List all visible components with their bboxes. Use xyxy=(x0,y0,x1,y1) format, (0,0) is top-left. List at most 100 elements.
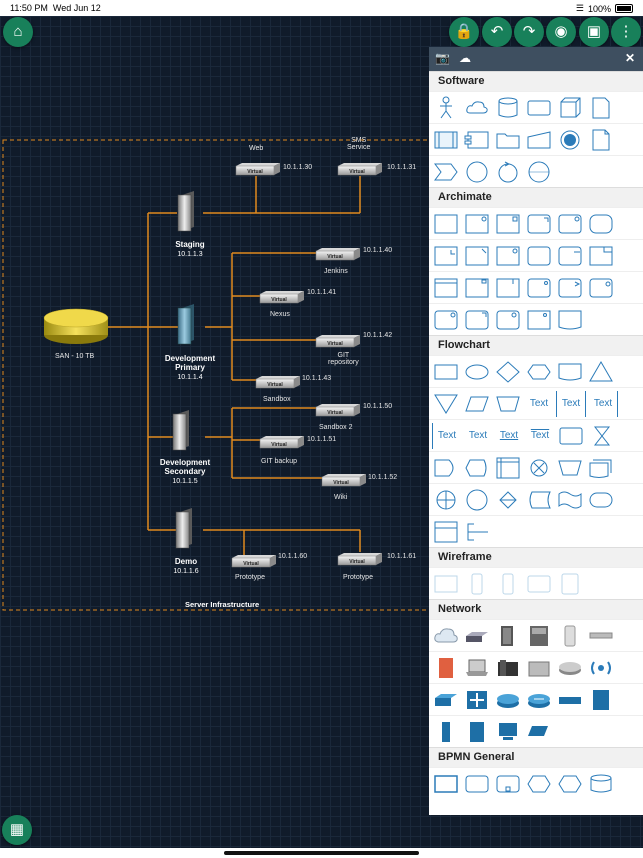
network-storage-icon[interactable] xyxy=(556,655,584,681)
triangle-shape[interactable] xyxy=(587,359,615,385)
step-shape[interactable] xyxy=(432,159,460,185)
sort-shape[interactable] xyxy=(494,487,522,513)
close-icon[interactable]: ✕ xyxy=(624,51,635,65)
network-laptop-icon[interactable] xyxy=(463,655,491,681)
process-shape[interactable] xyxy=(525,95,553,121)
text-right-shape[interactable]: Text xyxy=(589,390,618,417)
punched-tape-shape[interactable] xyxy=(556,487,584,513)
archimate-shape[interactable] xyxy=(432,243,460,269)
component-shape[interactable] xyxy=(432,127,460,153)
bpmn-hexagon-shape[interactable] xyxy=(525,771,553,797)
cisco-hub-icon[interactable] xyxy=(556,687,584,713)
display-shape[interactable] xyxy=(463,455,491,481)
archimate-shape[interactable] xyxy=(556,211,584,237)
wireframe-tablet-shape[interactable] xyxy=(525,571,553,597)
network-phone-icon[interactable] xyxy=(556,623,584,649)
annotation-shape[interactable] xyxy=(463,519,491,545)
virtual-machine[interactable]: Virtual xyxy=(315,248,360,261)
text-shape[interactable]: Text xyxy=(529,398,549,409)
network-cloud-icon[interactable] xyxy=(432,623,460,649)
actor-shape[interactable] xyxy=(432,95,460,121)
virtual-machine[interactable]: Virtual xyxy=(337,553,382,566)
cloud-shape[interactable] xyxy=(463,95,491,121)
summing-junction-shape[interactable] xyxy=(432,487,460,513)
virtual-machine[interactable]: Virtual xyxy=(259,291,304,304)
cisco-laptop-icon[interactable] xyxy=(525,719,553,745)
redo-button[interactable]: ↷ xyxy=(514,17,544,47)
virtual-machine[interactable]: Virtual xyxy=(255,376,300,389)
decision-shape[interactable] xyxy=(494,359,522,385)
connector-circle-shape[interactable] xyxy=(463,487,491,513)
archimate-shape[interactable] xyxy=(463,211,491,237)
wireframe-browser-shape[interactable] xyxy=(432,571,460,597)
undo-button[interactable]: ↶ xyxy=(482,17,512,47)
bpmn-data-store-shape[interactable] xyxy=(587,771,615,797)
rounded-rect-shape[interactable] xyxy=(557,423,585,449)
cloud-download-icon[interactable]: ☁ xyxy=(459,51,471,65)
bpmn-task-shape[interactable] xyxy=(432,771,460,797)
merge-shape[interactable] xyxy=(432,391,460,417)
section-flowchart[interactable]: Flowchart xyxy=(429,335,643,355)
wireframe-tablet2-shape[interactable] xyxy=(556,571,584,597)
database-shape[interactable] xyxy=(494,95,522,121)
process-shape[interactable] xyxy=(432,359,460,385)
network-switch-icon[interactable] xyxy=(463,623,491,649)
archimate-shape[interactable] xyxy=(556,243,584,269)
virtual-machine[interactable]: Virtual xyxy=(337,163,382,176)
network-ip-phone-icon[interactable] xyxy=(494,655,522,681)
archimate-shape[interactable] xyxy=(587,211,615,237)
network-wireless-icon[interactable] xyxy=(587,655,615,681)
archimate-shape[interactable] xyxy=(432,275,460,301)
internal-storage-shape[interactable] xyxy=(494,455,522,481)
text-bracket-shape[interactable]: Text xyxy=(556,390,586,417)
hexagon-shape[interactable] xyxy=(525,359,553,385)
text-left-brace-shape[interactable]: Text xyxy=(464,423,492,449)
network-hub-icon[interactable] xyxy=(587,623,615,649)
network-printer-icon[interactable] xyxy=(525,655,553,681)
archimate-shape[interactable] xyxy=(494,211,522,237)
manual-operation-shape[interactable] xyxy=(494,391,522,417)
cisco-router2-icon[interactable] xyxy=(525,687,553,713)
network-mainframe-icon[interactable] xyxy=(525,623,553,649)
terminal-shape[interactable] xyxy=(587,487,615,513)
archimate-shape[interactable] xyxy=(463,307,491,333)
lock-button[interactable]: 🔒 xyxy=(449,17,479,47)
document-shape[interactable] xyxy=(587,95,615,121)
virtual-machine[interactable]: Virtual xyxy=(259,436,304,449)
virtual-machine[interactable]: Virtual xyxy=(321,474,366,487)
data-shape[interactable] xyxy=(463,391,491,417)
archimate-shape[interactable] xyxy=(556,275,584,301)
archimate-shape[interactable] xyxy=(525,307,553,333)
cisco-l3-switch-icon[interactable] xyxy=(463,687,491,713)
cisco-rack-icon[interactable] xyxy=(432,719,460,745)
archimate-shape[interactable] xyxy=(463,275,491,301)
cisco-tower-icon[interactable] xyxy=(463,719,491,745)
delay-shape[interactable] xyxy=(432,455,460,481)
cycle-shape[interactable] xyxy=(494,159,522,185)
collate-shape[interactable] xyxy=(588,423,616,449)
archimate-shape[interactable] xyxy=(587,243,615,269)
virtual-machine[interactable]: Virtual xyxy=(315,404,360,417)
wireframe-phone2-shape[interactable] xyxy=(494,571,522,597)
archimate-shape[interactable] xyxy=(494,275,522,301)
section-network[interactable]: Network xyxy=(429,599,643,619)
cube-shape[interactable] xyxy=(556,95,584,121)
archimate-shape[interactable] xyxy=(432,307,460,333)
section-bpmn-general[interactable]: BPMN General xyxy=(429,747,643,767)
folder-shape[interactable] xyxy=(494,127,522,153)
network-firewall-icon[interactable] xyxy=(432,655,460,681)
cisco-switch-icon[interactable] xyxy=(432,687,460,713)
section-software[interactable]: Software xyxy=(429,71,643,91)
archimate-shape[interactable] xyxy=(525,243,553,269)
text-underline-shape[interactable]: Text xyxy=(495,423,523,449)
cisco-router-icon[interactable] xyxy=(494,687,522,713)
home-button[interactable]: ⌂ xyxy=(3,17,33,47)
cisco-workstation-icon[interactable] xyxy=(494,719,522,745)
loop-limit-shape[interactable] xyxy=(556,455,584,481)
frame-button[interactable]: ▦ xyxy=(2,815,32,845)
bpmn-rounded-task-shape[interactable] xyxy=(463,771,491,797)
interface-shape[interactable] xyxy=(463,127,491,153)
cisco-server-icon[interactable] xyxy=(587,687,615,713)
document-flow-shape[interactable] xyxy=(556,359,584,385)
ring-shape[interactable] xyxy=(525,159,553,185)
